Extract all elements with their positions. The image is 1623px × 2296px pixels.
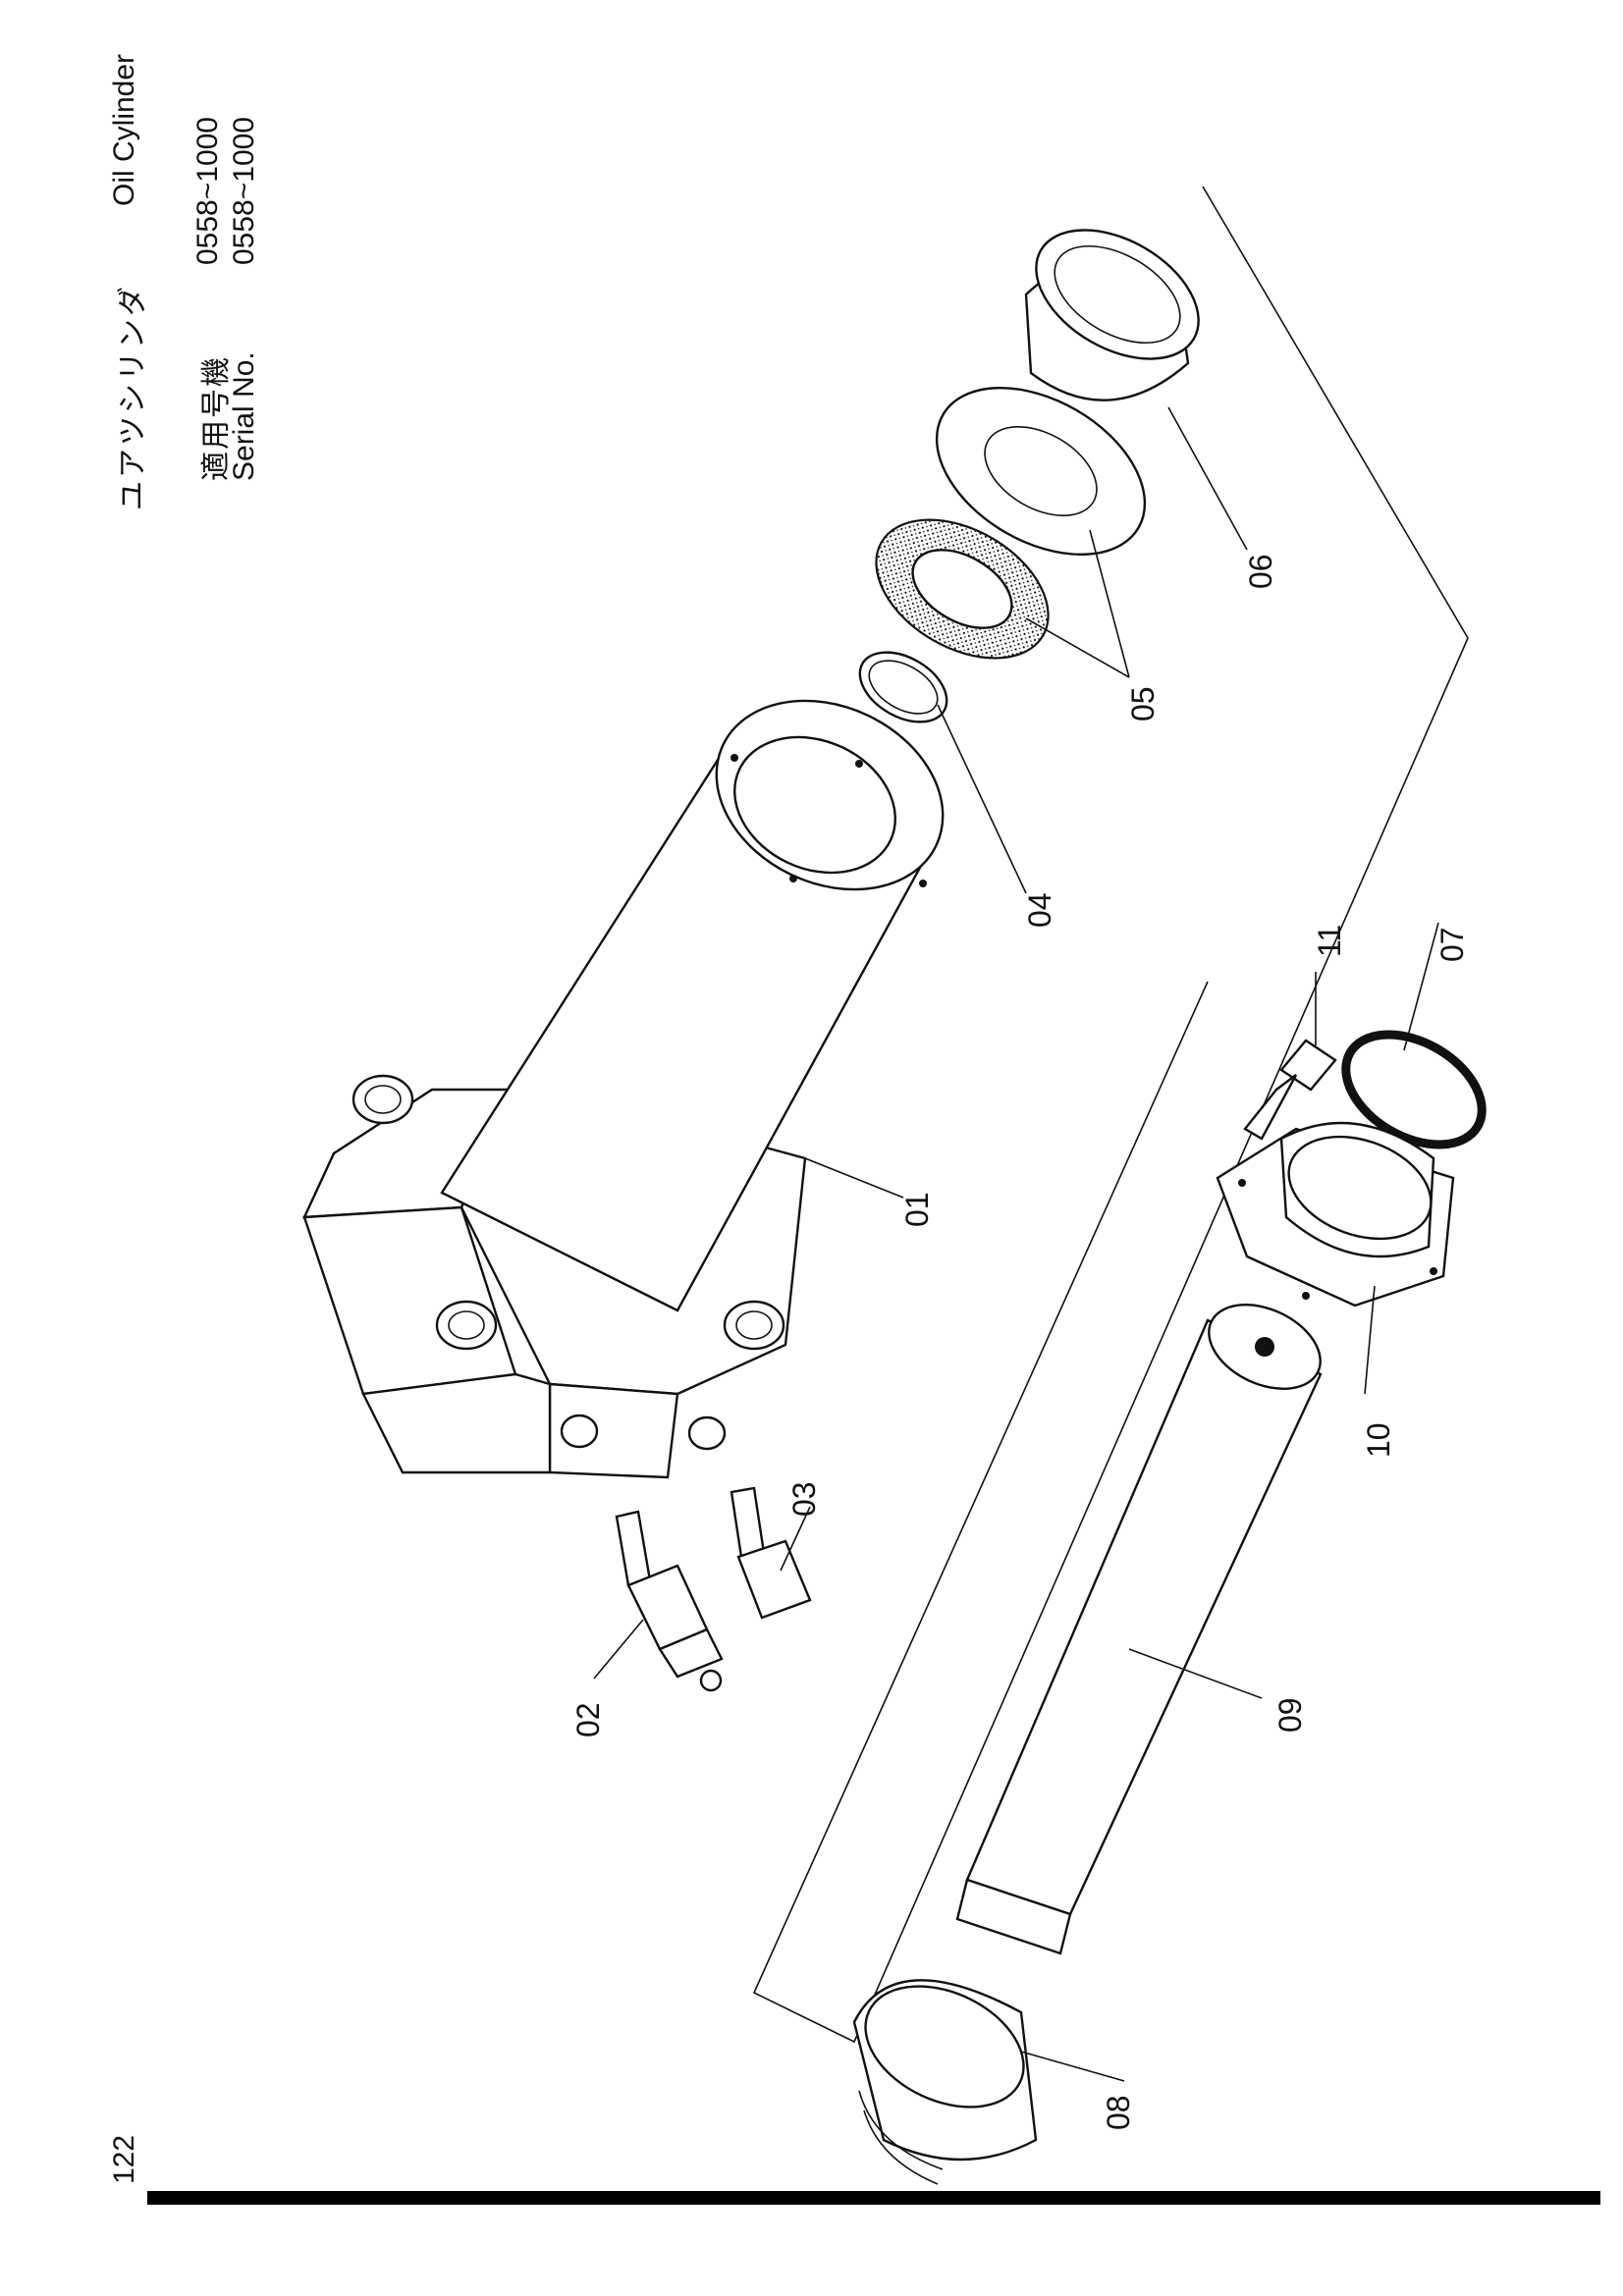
label-04: 04: [1022, 892, 1057, 928]
label-02: 02: [570, 1702, 606, 1737]
label-11: 11: [1312, 925, 1347, 957]
bushing-icon: [1024, 229, 1200, 401]
label-06: 06: [1243, 554, 1278, 589]
part-labels: 01 02 03 04 05 06 07 08 09 10 11: [570, 554, 1470, 2130]
piston-icon: [852, 1979, 1038, 2185]
bolt-icon: [1243, 1039, 1337, 1141]
label-05: 05: [1125, 686, 1161, 721]
label-01: 01: [899, 1192, 935, 1227]
cylinder-body-icon: [302, 699, 945, 1479]
assembly-outline: [752, 186, 1469, 2044]
label-10: 10: [1361, 1422, 1396, 1458]
seal-icon: [875, 386, 1147, 660]
footer-rule: [147, 2191, 1600, 2205]
grease-nipple-icon: [615, 1510, 724, 1692]
label-03: 03: [786, 1481, 822, 1517]
flange-cover-icon: [1216, 1121, 1455, 1308]
label-08: 08: [1101, 2095, 1136, 2130]
label-07: 07: [1434, 927, 1470, 962]
plug-icon: [730, 1486, 812, 1620]
rod-icon: [955, 1304, 1323, 1955]
label-09: 09: [1272, 1697, 1308, 1733]
leader-lines: [593, 406, 1439, 2082]
snap-ring-icon: [858, 651, 948, 723]
o-ring-icon: [1341, 1030, 1487, 1149]
